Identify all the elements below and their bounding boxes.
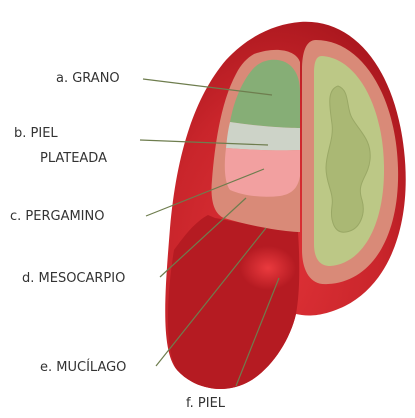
label-mesocarpio: d. MESOCARPIO: [22, 271, 125, 286]
label-mucilago: e. MUCÍLAGO: [40, 359, 126, 375]
label-pergamino: c. PERGAMINO: [10, 209, 104, 224]
cherry-highlight: [240, 246, 296, 290]
label-piel-plateada-line1: b. PIEL: [14, 126, 58, 141]
label-piel: f. PIEL: [186, 396, 226, 411]
label-grano: a. GRANO: [56, 71, 120, 86]
cherry-lower-shade: [168, 215, 299, 389]
label-piel-plateada-line2: PLATEADA: [40, 151, 107, 166]
parchment: [225, 148, 300, 197]
